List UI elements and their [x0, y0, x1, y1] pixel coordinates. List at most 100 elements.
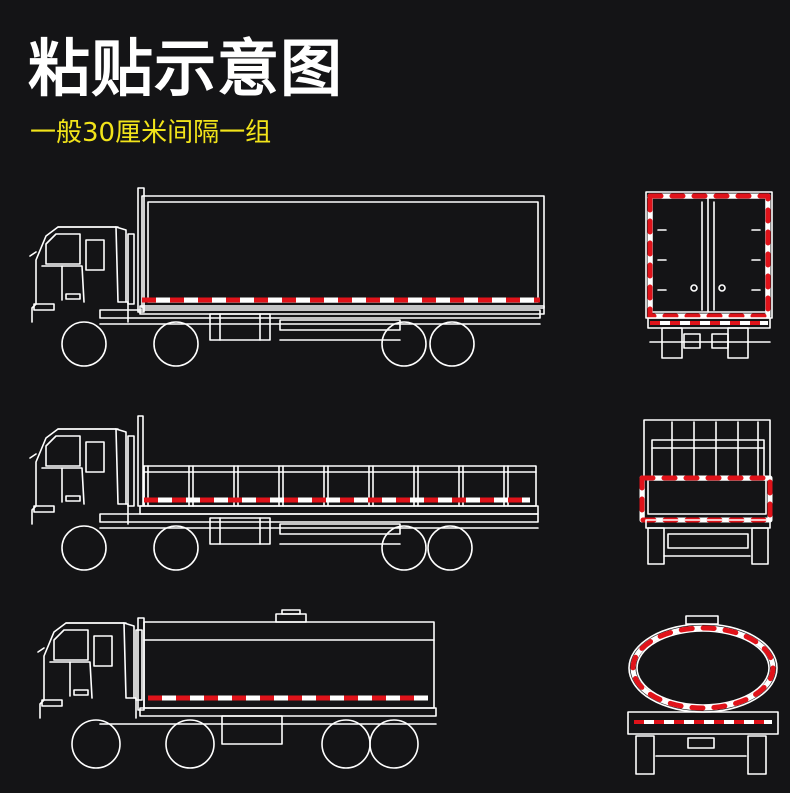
- wheel: [165, 719, 215, 769]
- headboard-post: [137, 415, 144, 507]
- cab-window: [53, 629, 89, 661]
- truck-cab: [37, 622, 143, 719]
- cab-window: [45, 435, 81, 467]
- rear-bumper-frame: [627, 711, 779, 735]
- pump-box: [221, 715, 283, 745]
- wheel: [427, 525, 473, 571]
- cab-mirror: [29, 251, 37, 257]
- chassis: [61, 309, 541, 367]
- box-front-post: [137, 187, 145, 313]
- tire: [381, 321, 427, 367]
- rear-bumper: [645, 519, 771, 529]
- wheel: [381, 525, 427, 571]
- tire: [153, 525, 199, 571]
- rear-bumper: [647, 317, 771, 329]
- flatbed-truck-rear-view: [639, 419, 773, 565]
- truck-cab: [29, 428, 135, 525]
- exhaust-stack: [135, 629, 143, 701]
- tire: [429, 321, 475, 367]
- wheel: [381, 321, 427, 367]
- cab-rear-window: [85, 239, 105, 271]
- rear-wheel-right: [751, 527, 769, 565]
- tank-frame-rail: [139, 707, 437, 717]
- tire: [153, 321, 199, 367]
- rear-wheel-left: [661, 327, 683, 359]
- manhole-cover: [275, 613, 307, 623]
- tape-white-segments: [647, 193, 771, 319]
- cab-window: [45, 233, 81, 265]
- rear-box-outline: [645, 191, 773, 319]
- tank-chassis: [71, 715, 437, 769]
- rear-cab-outline: [643, 419, 771, 521]
- axle-housing-left: [683, 333, 701, 349]
- rear-hitch: [687, 737, 715, 749]
- cab-bumper: [33, 505, 55, 513]
- wheel: [61, 321, 107, 367]
- cab-step: [73, 689, 89, 696]
- wheel: [153, 525, 199, 571]
- wheel: [321, 719, 371, 769]
- box-truck-rear-view: [645, 191, 773, 359]
- rear-box-inner: [651, 197, 767, 313]
- rear-wheel-left: [635, 735, 655, 775]
- tire: [165, 719, 215, 769]
- fuel-tank: [209, 313, 271, 341]
- tire: [61, 525, 107, 571]
- tank-front-post: [137, 617, 145, 711]
- tire: [427, 525, 473, 571]
- cab-bumper: [33, 303, 55, 311]
- side-guard: [279, 319, 401, 331]
- cab-back: [123, 622, 135, 699]
- cab-mirror: [37, 647, 45, 653]
- cab-door-line: [41, 467, 85, 505]
- page-title: 粘贴示意图: [28, 32, 344, 105]
- side-guard: [279, 523, 401, 535]
- cab-back: [115, 226, 127, 303]
- cargo-box-inner: [147, 201, 539, 303]
- door-handle: [718, 284, 726, 292]
- tank-rear-outline: [628, 623, 778, 713]
- cab-rear-window: [85, 441, 105, 473]
- tire: [321, 719, 371, 769]
- tank-truck-side-view: [37, 609, 437, 769]
- tape-red-segments: [647, 193, 771, 319]
- wheel: [153, 321, 199, 367]
- bed-floor-rail: [139, 505, 539, 515]
- manhole-cap: [281, 609, 301, 615]
- cab-step: [65, 293, 81, 300]
- rear-wheel-left: [647, 527, 665, 565]
- fuel-tank: [209, 517, 271, 545]
- axle-housing-right: [711, 333, 729, 349]
- tire: [369, 719, 419, 769]
- tape-red-segments: [630, 625, 776, 711]
- box-truck-side-view: [29, 187, 545, 367]
- rear-headboard: [651, 439, 765, 479]
- flatbed-truck-side-view: [29, 415, 539, 571]
- frame-rail: [99, 513, 539, 523]
- rear-frame-reflective-tape: [647, 193, 771, 319]
- tire: [61, 321, 107, 367]
- wheel: [369, 719, 419, 769]
- cargo-box: [141, 195, 545, 309]
- cab-mirror: [29, 453, 37, 459]
- door-handle: [690, 284, 698, 292]
- exhaust-stack: [127, 435, 135, 507]
- tire: [71, 719, 121, 769]
- cab-door-line: [41, 265, 85, 303]
- tank-truck-rear-view: [627, 615, 779, 775]
- rear-manhole: [685, 615, 719, 625]
- wheel: [61, 525, 107, 571]
- rear-axle: [667, 533, 749, 549]
- tank-body: [143, 621, 435, 709]
- tank-rear-inner: [636, 630, 770, 706]
- tape-red-segments: [639, 475, 773, 523]
- rear-wheel-right: [727, 327, 749, 359]
- cab-step: [65, 495, 81, 502]
- rear-wheel-right: [747, 735, 767, 775]
- tire: [381, 525, 427, 571]
- cab-door-line: [49, 661, 93, 699]
- frame-rail: [99, 309, 541, 319]
- cab-rear-window: [93, 635, 113, 667]
- truck-cab: [29, 226, 135, 323]
